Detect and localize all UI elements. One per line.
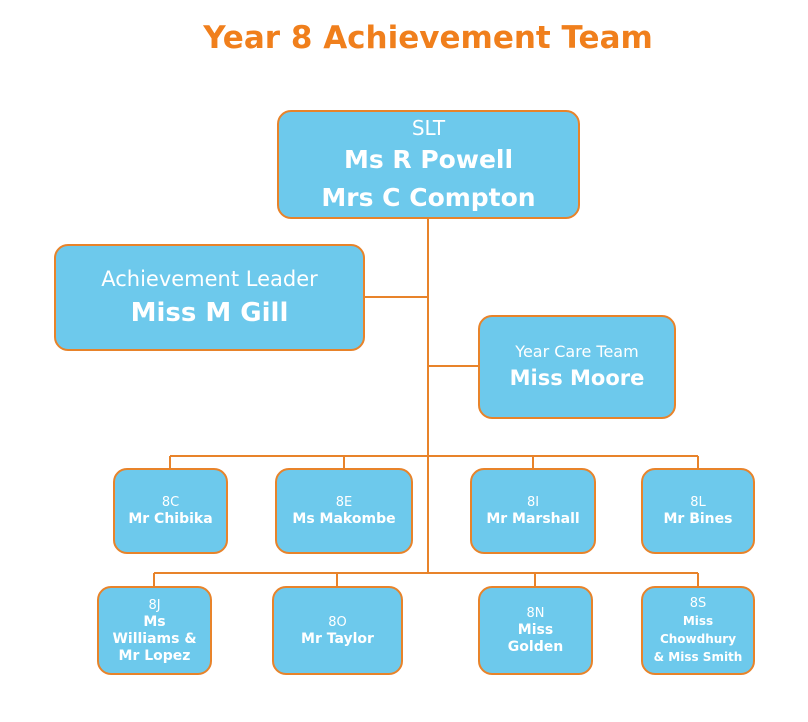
year-care-team-box: Year Care Team Miss Moore (478, 315, 676, 419)
chart-title: Year 8 Achievement Team (203, 20, 653, 56)
form-label: 8I (526, 495, 540, 510)
slt-box: SLT Ms R Powell Mrs C Compton (277, 110, 580, 219)
form-box-8c: 8C Mr Chibika (113, 468, 228, 554)
slt-name-2: Mrs C Compton (321, 182, 536, 212)
care-role: Year Care Team (515, 342, 639, 361)
form-box-8e: 8E Ms Makombe (275, 468, 413, 554)
form-box-8n: 8N Miss Golden (478, 586, 593, 675)
leader-role: Achievement Leader (101, 266, 318, 291)
slt-role: SLT (411, 115, 446, 140)
form-label: 8L (690, 495, 706, 510)
form-tutor-line: Golden (507, 639, 564, 655)
form-tutor-line: Miss (517, 622, 554, 638)
form-label: 8J (148, 597, 161, 613)
leader-name: Miss M Gill (130, 297, 289, 328)
form-tutor: Mr Marshall (486, 511, 580, 527)
form-label: 8E (335, 495, 353, 510)
form-tutor: Ms Makombe (292, 511, 396, 527)
form-tutor-line: & Miss Smith (653, 650, 743, 664)
slt-name-1: Ms R Powell (343, 144, 514, 174)
form-tutor-line: Chowdhury (659, 632, 737, 646)
form-label: 8N (526, 606, 545, 621)
form-tutor-line: Miss (682, 614, 714, 628)
form-tutor-line: Mr Taylor (301, 630, 374, 647)
form-box-8i: 8I Mr Marshall (470, 468, 596, 554)
form-label: 8C (161, 495, 180, 510)
form-box-8j: 8J Ms Williams & Mr Lopez (97, 586, 212, 675)
form-label: 8O (328, 614, 347, 630)
form-tutor-line: Williams & (112, 630, 197, 647)
form-tutor: Mr Chibika (128, 511, 213, 527)
form-box-8o: 8O Mr Taylor (272, 586, 403, 675)
care-name: Miss Moore (509, 366, 645, 390)
form-box-8s: 8S Miss Chowdhury & Miss Smith (641, 586, 755, 675)
form-box-8l: 8L Mr Bines (641, 468, 755, 554)
form-tutor-line: Mr Lopez (118, 647, 191, 664)
form-tutor-line: Ms (143, 613, 166, 630)
form-tutor: Mr Bines (663, 511, 733, 527)
form-label: 8S (689, 596, 707, 611)
achievement-leader-box: Achievement Leader Miss M Gill (54, 244, 365, 351)
